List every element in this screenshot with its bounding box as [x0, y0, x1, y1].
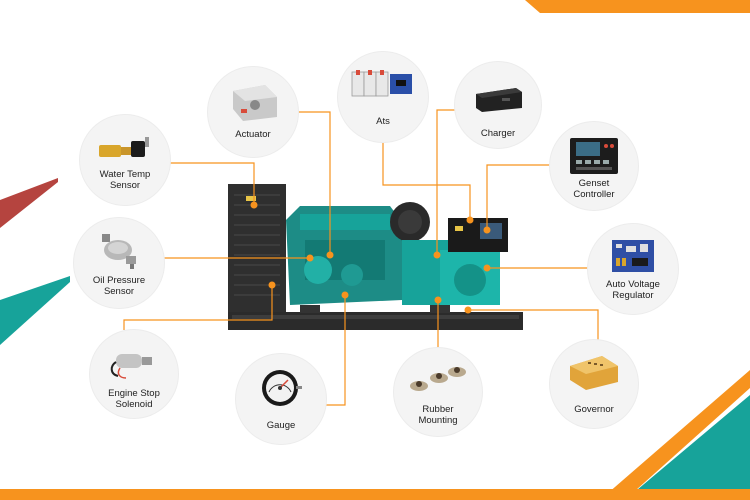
left-maroon-stripe [0, 178, 58, 228]
top-right-orange-stripe [525, 0, 750, 13]
part-water-temp-sensor[interactable]: Water Temp Sensor [80, 115, 170, 205]
actuator-box-icon [233, 85, 277, 121]
part-label-line2: Solenoid [115, 399, 153, 410]
line-ats [382, 142, 471, 220]
part-label-line1: Auto Voltage [606, 279, 660, 290]
part-label-line2: Sensor [103, 286, 135, 297]
rubber-mount-icon [410, 367, 466, 391]
part-label-line1: Rubber [422, 404, 454, 415]
line-charger [436, 109, 455, 255]
gauge-icon [262, 370, 302, 406]
part-label-line1: Engine Stop [108, 388, 160, 399]
part-label-line2: Controller [573, 189, 615, 200]
part-label-line1: Gauge [266, 420, 296, 431]
part-label-line1: Water Temp [99, 169, 151, 180]
part-governor[interactable]: Governor [550, 340, 638, 428]
solenoid-icon [110, 354, 152, 379]
line-genset-controller [486, 164, 550, 230]
part-genset-controller[interactable]: Genset Controller [550, 122, 638, 210]
battery-charger-icon [476, 88, 522, 112]
part-label-line2: Sensor [109, 180, 141, 191]
bottom-right-teal-corner [625, 395, 750, 500]
pressure-sensor-icon [102, 234, 136, 269]
part-label-line2: Mounting [418, 415, 458, 426]
circuit-board-icon [612, 240, 654, 272]
part-label-line1: Oil Pressure [92, 275, 146, 286]
part-label-line1: Actuator [235, 129, 271, 140]
bottom-orange-bar [0, 489, 750, 500]
left-teal-stripe [0, 276, 70, 345]
part-gauge[interactable]: Gauge [236, 354, 326, 444]
part-engine-stop-solenoid[interactable]: Engine Stop Solenoid [90, 330, 178, 418]
part-ats[interactable]: Ats [338, 52, 428, 142]
line-governor [468, 309, 599, 340]
part-actuator[interactable]: Actuator [208, 67, 298, 157]
line-engine-stop [123, 285, 273, 330]
part-charger[interactable]: Charger [455, 62, 541, 148]
control-panel-icon [570, 138, 618, 174]
transfer-switch-icon [351, 70, 412, 97]
part-label-line1: Genset [578, 178, 610, 189]
part-oil-pressure-sensor[interactable]: Oil Pressure Sensor [74, 218, 164, 308]
part-rubber-mounting[interactable]: Rubber Mounting [394, 348, 482, 436]
part-label-line1: Governor [574, 404, 614, 415]
line-water-temp [170, 162, 255, 205]
part-label-line1: Ats [376, 116, 390, 127]
part-auto-voltage-regulator[interactable]: Auto Voltage Regulator [588, 224, 678, 314]
bottom-right-orange-stripe [600, 370, 750, 500]
part-label-line1: Charger [480, 128, 516, 139]
part-label-line2: Regulator [612, 290, 654, 301]
governor-module-icon [570, 356, 618, 390]
temperature-sensor-icon [99, 137, 149, 157]
